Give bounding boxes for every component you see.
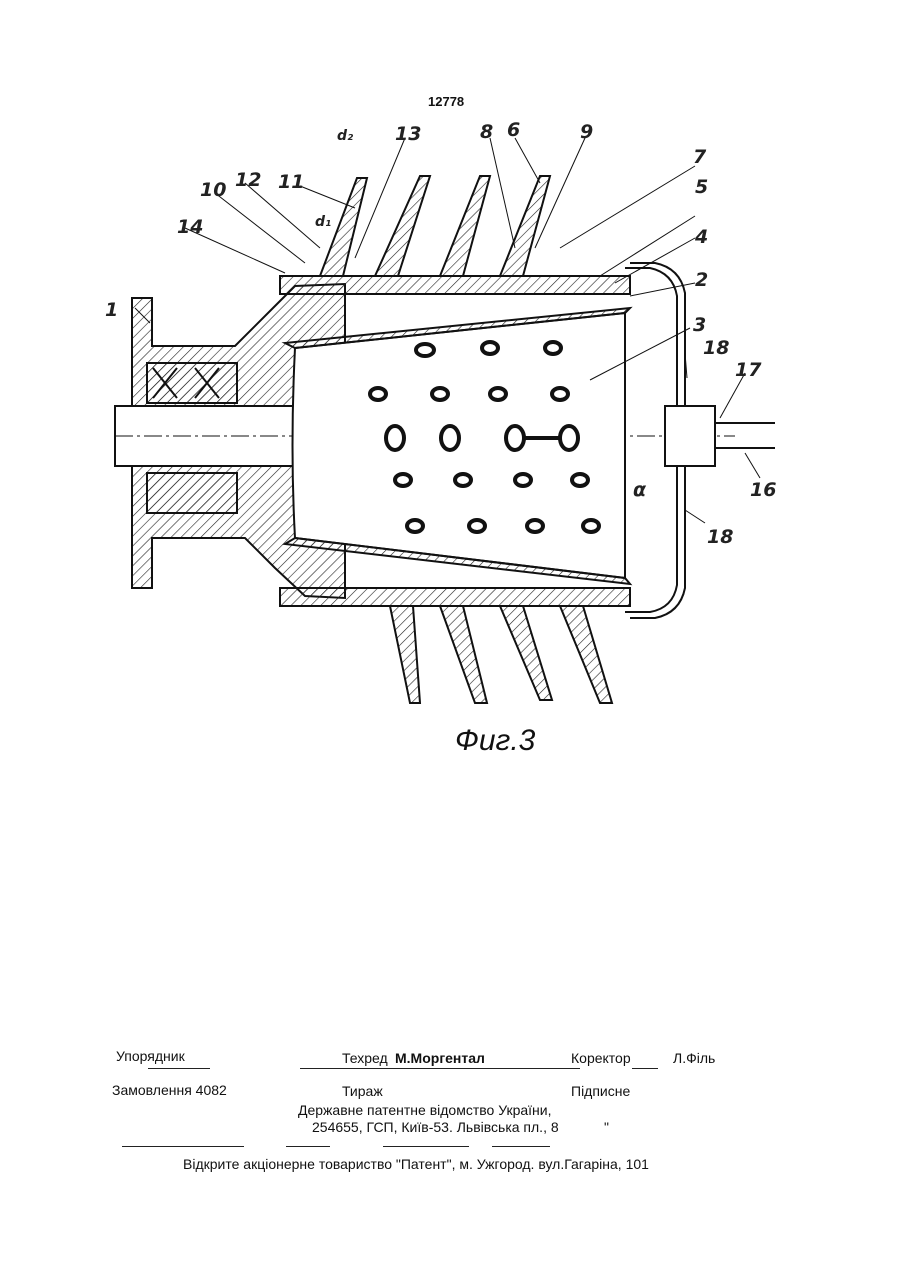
order-number: Замовлення 4082 (112, 1082, 227, 1098)
office-line-2: 254655, ГСП, Київ-53. Львівська пл., 8 (312, 1119, 559, 1135)
bearing-upper (147, 363, 237, 403)
subscription-label: Підписне (571, 1083, 630, 1099)
office-quote: " (604, 1119, 609, 1135)
blade (560, 606, 612, 703)
page-number: 12778 (428, 94, 464, 109)
label-d1: d₁ (315, 214, 331, 230)
label-part-8: 8 (480, 121, 493, 143)
rule (300, 1068, 580, 1069)
rule (122, 1146, 244, 1147)
publisher-line: Відкрите акціонерне товариство "Патент",… (183, 1156, 649, 1172)
label-part-1: 1 (105, 299, 118, 321)
housing-top (280, 276, 630, 294)
bearing-lower (147, 473, 237, 513)
blade (440, 606, 487, 703)
label-part-6: 6 (507, 119, 520, 141)
blade (500, 606, 552, 700)
office-line-1: Державне патентне відомство України, (298, 1102, 552, 1118)
label-part-14: 14 (177, 216, 203, 238)
rule (632, 1068, 658, 1069)
rule (492, 1146, 550, 1147)
tech-editor-name: М.Моргентал (395, 1050, 485, 1066)
hub (665, 406, 715, 466)
label-part-2: 2 (695, 269, 708, 291)
label-part-7: 7 (693, 146, 707, 168)
label-part-5: 5 (695, 176, 708, 198)
blade (500, 176, 550, 276)
circulation-label: Тираж (342, 1083, 383, 1099)
label-part-9: 9 (580, 121, 593, 143)
compiler-label: Упорядник (116, 1048, 185, 1064)
label-d2: d₂ (337, 128, 354, 144)
label-part-10: 10 (200, 179, 226, 201)
blade (440, 176, 490, 276)
label-part-11: 11 (278, 171, 304, 193)
label-part-18-bottom: 18 (707, 526, 733, 548)
label-part-4: 4 (694, 226, 708, 248)
patent-drawing: 1 2 3 4 5 6 7 8 9 10 11 12 13 14 16 17 1… (95, 118, 795, 718)
corrector-name: Л.Філь (673, 1050, 715, 1066)
tech-editor-label: Техред (342, 1050, 388, 1066)
rule (286, 1146, 330, 1147)
rule (148, 1068, 210, 1069)
label-part-13: 13 (395, 123, 421, 145)
label-part-12: 12 (235, 169, 261, 191)
label-alpha: α (633, 479, 647, 501)
label-part-16: 16 (750, 479, 776, 501)
label-part-17: 17 (735, 359, 762, 381)
label-part-3: 3 (693, 314, 706, 336)
blade (390, 606, 420, 703)
label-part-18-top: 18 (703, 337, 729, 359)
housing-bottom (280, 588, 630, 606)
figure-caption: Фиг.3 (455, 724, 535, 758)
rule (383, 1146, 469, 1147)
corrector-label: Коректор (571, 1050, 631, 1066)
